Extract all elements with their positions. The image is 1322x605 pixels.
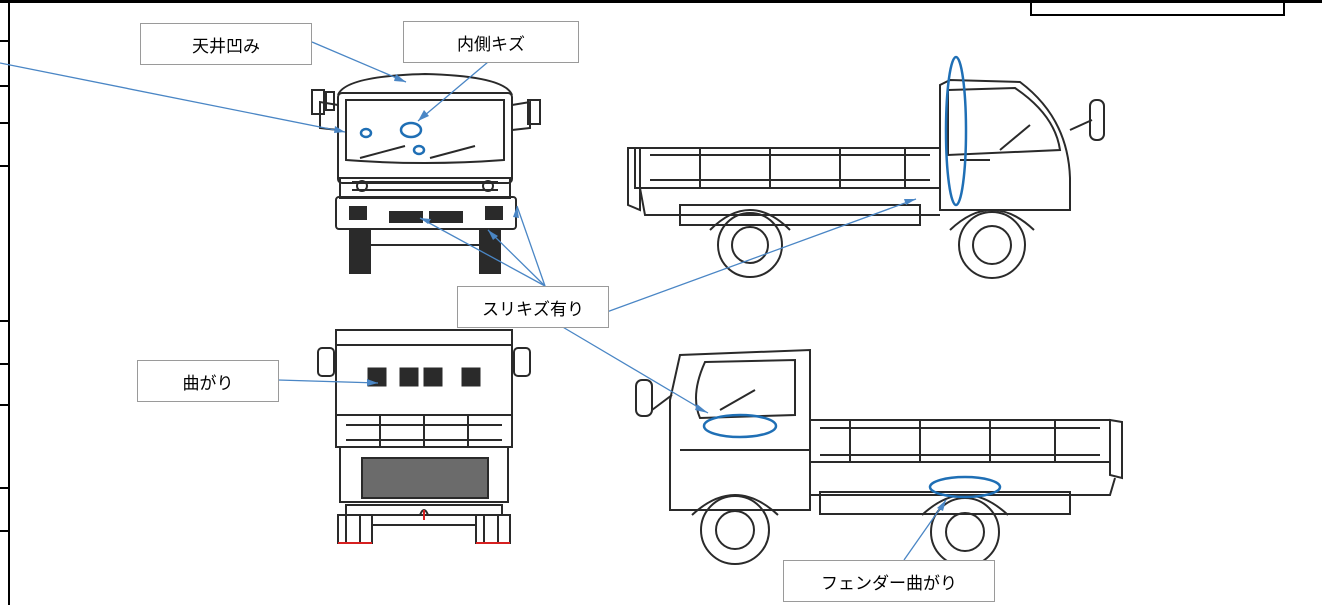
right-side-view	[627, 78, 1105, 279]
frame-tick	[0, 165, 10, 167]
frame-left-border	[8, 0, 10, 605]
damage-markers	[359, 55, 1002, 499]
label-scuff-scratches: スリキズ有り	[457, 286, 609, 328]
marker-windshield-lower	[412, 144, 426, 156]
leader-arrowheads	[334, 74, 946, 511]
marker-fender	[928, 475, 1002, 499]
marker-cab-pillar	[944, 55, 968, 207]
frame-tick	[0, 122, 10, 124]
left-side-view	[635, 348, 1123, 567]
frame-tick	[0, 363, 10, 365]
frame-tick	[0, 487, 10, 489]
frame-divider-2	[1283, 0, 1285, 16]
frame-tick	[0, 404, 10, 406]
frame-divider-1	[1030, 0, 1032, 16]
frame-tick	[0, 40, 10, 42]
frame-top-border	[0, 0, 1322, 3]
label-fender-bent-text: フェンダー曲がり	[821, 573, 957, 594]
label-ceiling-dent-text: 天井凹み	[192, 36, 260, 57]
frame-tick	[0, 320, 10, 322]
marker-door-sill	[702, 413, 778, 439]
rear-view	[317, 329, 531, 544]
marker-windshield-center	[399, 121, 423, 139]
frame-tick	[0, 85, 10, 87]
frame-divider-3	[1030, 14, 1285, 16]
label-inner-scratch-text: 内側キズ	[457, 34, 525, 55]
rear-vent-windows	[367, 367, 481, 387]
marker-windshield-left	[359, 127, 373, 139]
label-scuff-scratches-text: スリキズ有り	[482, 299, 584, 320]
frame-tick	[0, 530, 10, 532]
label-bent-text: 曲がり	[182, 373, 234, 394]
label-bent: 曲がり	[137, 360, 279, 402]
leader-lines	[0, 41, 947, 561]
rear-bumper-red-marks	[338, 510, 510, 544]
label-inner-scratch: 内側キズ	[403, 21, 579, 63]
front-view	[311, 72, 541, 274]
label-ceiling-dent: 天井凹み	[140, 23, 312, 65]
label-fender-bent: フェンダー曲がり	[783, 560, 995, 602]
